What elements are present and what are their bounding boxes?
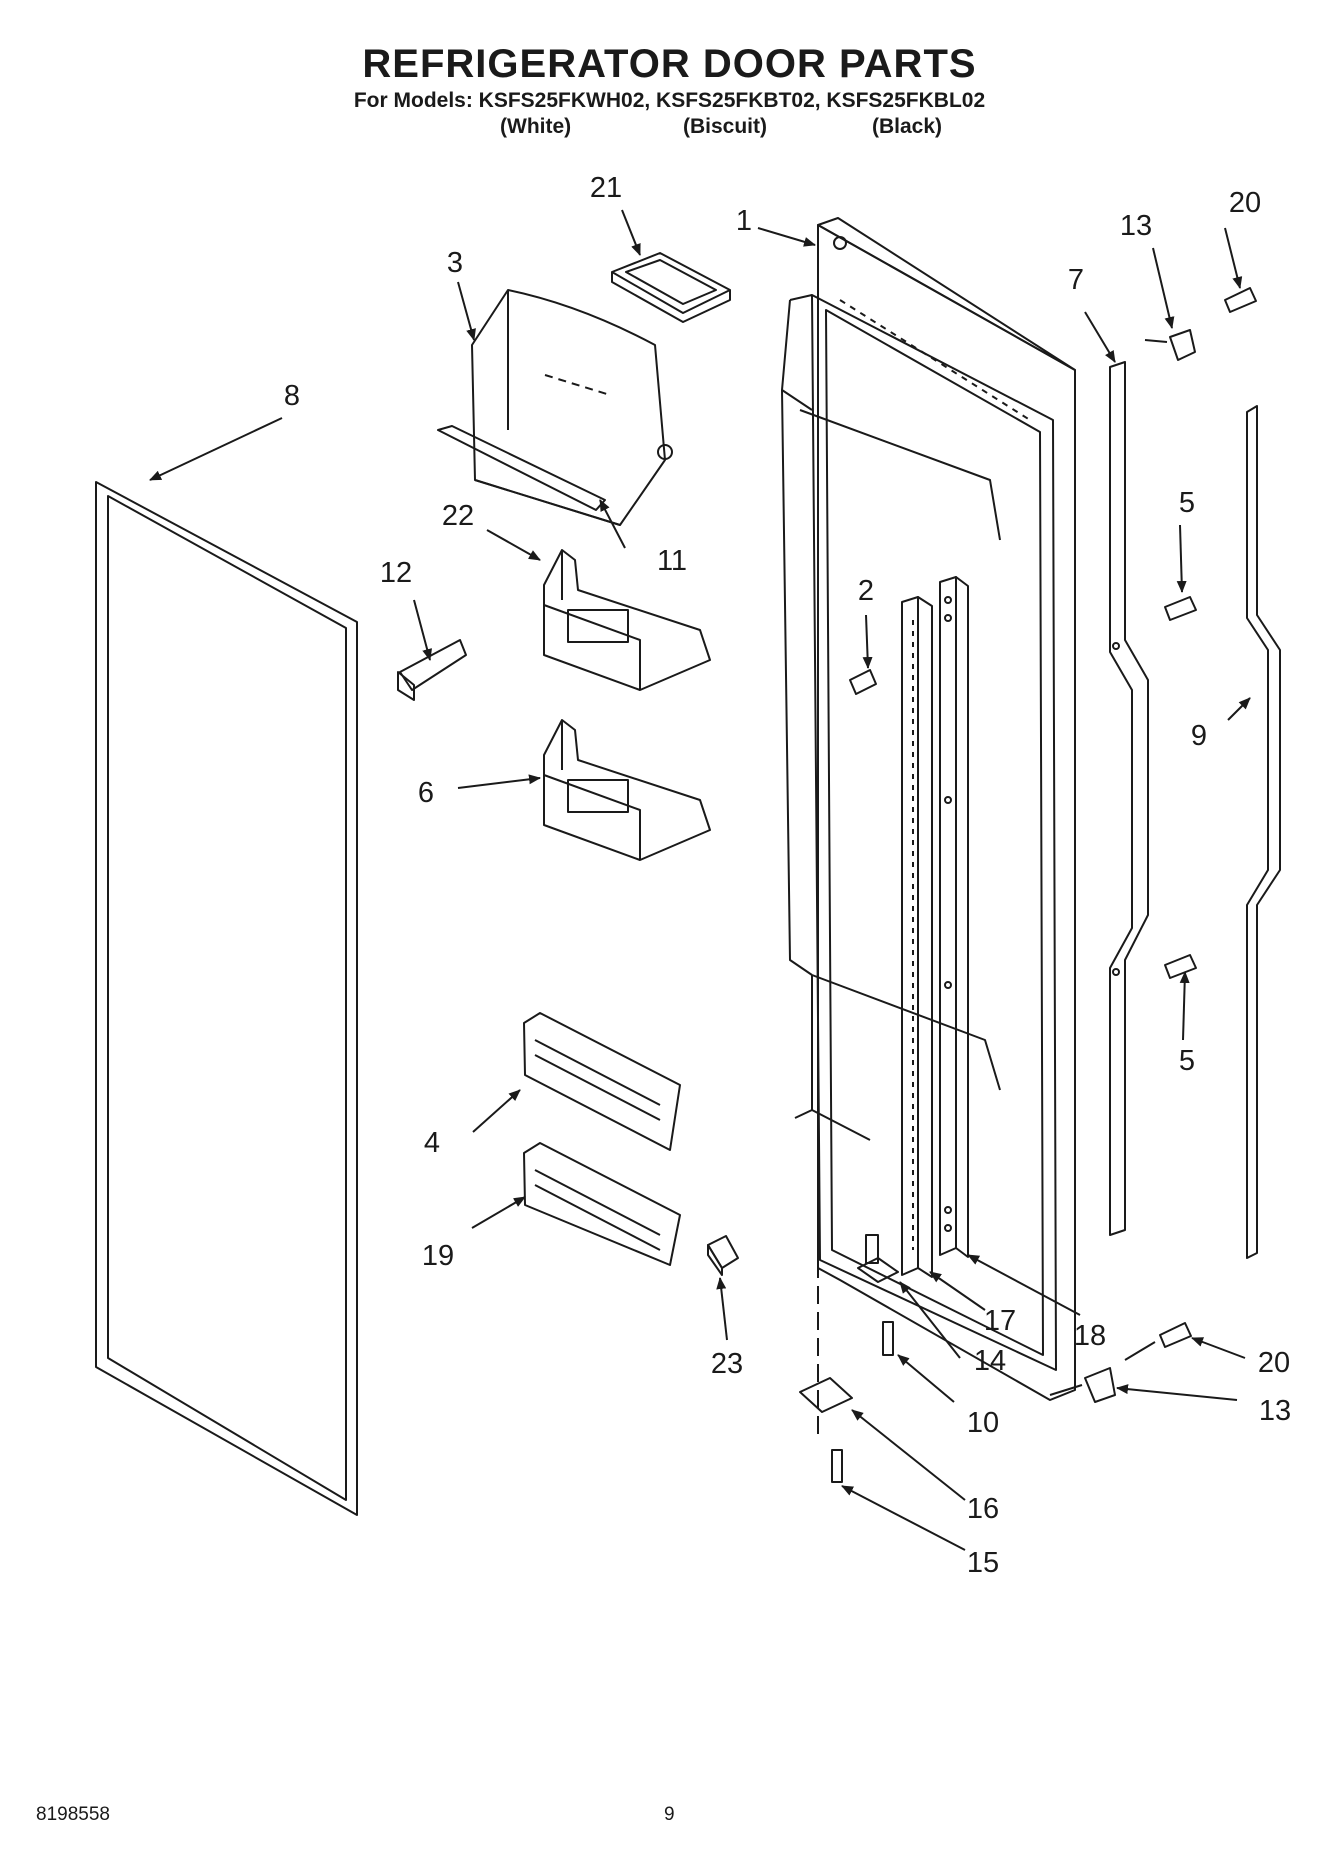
hinge-pin-part-14 (857, 1234, 899, 1283)
clip-part-12 (397, 639, 467, 701)
callout-11: 11 (657, 545, 687, 577)
callout-3: 3 (447, 247, 463, 279)
screw-part-15 (831, 1449, 843, 1483)
callout-20-top: 20 (1229, 187, 1261, 219)
light-strip-part (437, 425, 606, 511)
color-white: (White) (500, 115, 572, 138)
callout-16: 16 (967, 1493, 999, 1525)
door-gasket-part (95, 481, 358, 1516)
handle-trim-part (1109, 361, 1149, 1236)
callout-21: 21 (590, 172, 622, 204)
channel-strip-17 (901, 596, 933, 1278)
hinge-part-13-bottom (1084, 1367, 1116, 1403)
shelf-rail-4 (523, 1012, 681, 1151)
callout-13-top: 13 (1120, 210, 1152, 242)
callout-5-top: 5 (1179, 487, 1195, 519)
handle-gasket-part (1246, 405, 1281, 1259)
callout-2: 2 (858, 575, 874, 607)
small-bin-part (611, 252, 731, 323)
shelf-rail-19 (523, 1142, 681, 1266)
color-biscuit: (Biscuit) (683, 115, 767, 138)
hinge-link-line (1144, 339, 1168, 343)
callout-10: 10 (967, 1407, 999, 1439)
screw-part-10 (882, 1321, 894, 1356)
screw-part-5-top (1164, 596, 1197, 621)
page-number: 9 (664, 1804, 675, 1825)
door-bin-22 (543, 549, 711, 691)
callout-9: 9 (1191, 720, 1207, 752)
hinge-link-line-bottom (1049, 1384, 1083, 1396)
callout-15: 15 (967, 1547, 999, 1579)
callout-1: 1 (736, 205, 752, 237)
screw-part-20-top (1224, 287, 1257, 313)
callout-20-bottom: 20 (1258, 1347, 1290, 1379)
color-black: (Black) (872, 115, 943, 138)
callout-19: 19 (422, 1240, 454, 1272)
callout-12: 12 (380, 557, 412, 589)
callout-14: 14 (974, 1345, 1006, 1377)
callout-7: 7 (1068, 264, 1084, 296)
callout-23: 23 (711, 1348, 743, 1380)
hinge-part-13-top (1169, 329, 1196, 361)
document-number: 8198558 (36, 1804, 110, 1825)
hinge-bracket-part-16 (799, 1377, 853, 1413)
screw-part-5-bottom (1164, 954, 1197, 979)
callout-22: 22 (442, 500, 474, 532)
callout-17: 17 (984, 1305, 1016, 1337)
callout-5-bottom: 5 (1179, 1045, 1195, 1077)
screw-link-line (1124, 1341, 1156, 1361)
screw-part-2 (849, 669, 877, 695)
screw-part-20-bottom (1159, 1322, 1192, 1348)
callout-18: 18 (1074, 1320, 1106, 1352)
door-liner-part (781, 217, 1076, 1401)
leader-arrows (149, 209, 1251, 1551)
door-bin-6 (543, 719, 711, 861)
dispenser-cover-part (471, 289, 673, 526)
callout-4: 4 (424, 1127, 440, 1159)
callout-6: 6 (418, 777, 434, 809)
clip-part-23 (707, 1235, 739, 1276)
callout-13-bottom: 13 (1259, 1395, 1291, 1427)
callout-8: 8 (284, 380, 300, 412)
channel-strip-18 (939, 576, 969, 1258)
page-title: REFRIGERATOR DOOR PARTS (362, 42, 977, 86)
models-line: For Models: KSFS25FKWH02, KSFS25FKBT02, … (353, 89, 986, 112)
